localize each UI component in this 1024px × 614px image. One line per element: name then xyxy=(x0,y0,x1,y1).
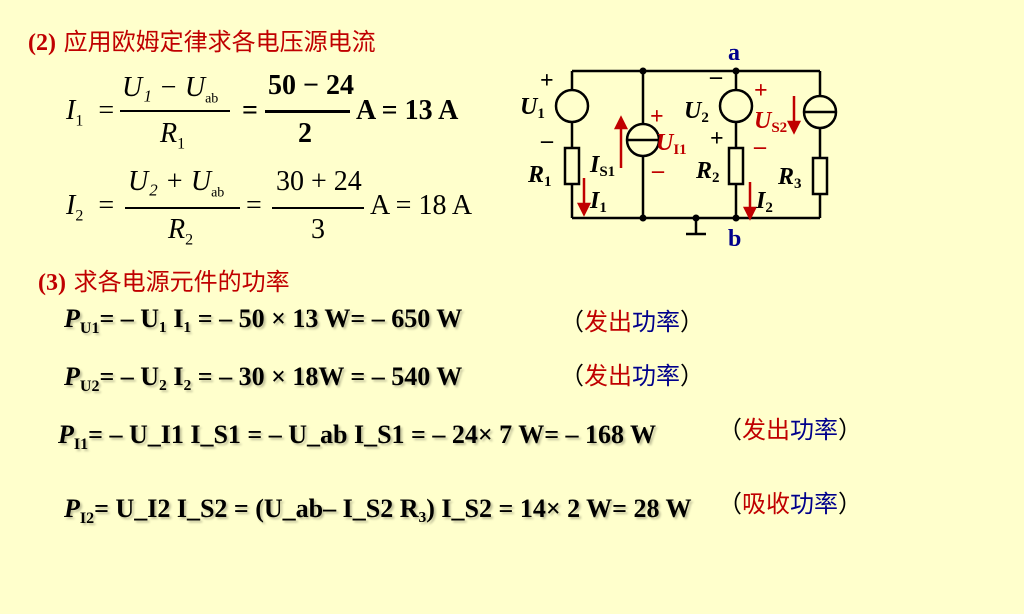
node-a-label: a xyxy=(728,40,740,66)
note-absorb: （吸收功率） xyxy=(718,490,862,518)
note-emit-1: （发出功率） xyxy=(560,308,704,336)
svg-text:–: – xyxy=(753,134,767,160)
label-ui1: UI1 xyxy=(656,130,687,158)
node-b-label: b xyxy=(728,226,741,252)
label-u1: U1 xyxy=(520,94,545,122)
svg-text:–: – xyxy=(651,158,665,184)
label-u2: U2 xyxy=(684,98,709,126)
power-line-i1: PI1= – U_I1 I_S1 = – U_ab I_S1 = – 24× 7… xyxy=(58,420,657,454)
label-i2: I2 xyxy=(755,188,773,216)
svg-text:–: – xyxy=(540,128,554,154)
section-heading-3: (3) 求各电源元件的功率 xyxy=(38,268,290,296)
svg-text:+: + xyxy=(710,126,724,152)
power-line-i2: PI2= U_I2 I_S2 = (U_ab– I_S2 R₃) I_S2 = … xyxy=(64,494,692,528)
label-us2: US2 xyxy=(754,108,787,136)
svg-text:+: + xyxy=(540,68,554,94)
svg-text:+: + xyxy=(754,78,768,104)
label-i1: I1 xyxy=(589,188,607,216)
section-heading-2: (2) 应用欧姆定律求各电压源电流 xyxy=(28,28,376,56)
note-emit-2: （发出功率） xyxy=(560,362,704,390)
label-r2: R2 xyxy=(695,158,720,186)
circuit-diagram: + – – + + – + – U1 U2 UI1 US2 R1 IS1 I1 … xyxy=(520,40,838,252)
svg-text:+: + xyxy=(650,104,664,130)
label-is1: IS1 xyxy=(589,152,615,180)
note-emit-3: （发出功率） xyxy=(718,416,862,444)
svg-text:–: – xyxy=(709,64,723,90)
power-line-u1: PU1= – U₁ I₁ = – 50 × 13 W= – 650 W xyxy=(64,304,463,338)
label-r1: R1 xyxy=(527,162,552,190)
label-r3: R3 xyxy=(777,164,802,192)
power-line-u2: PU2= – U₂ I₂ = – 30 × 18W = – 540 W xyxy=(64,362,463,396)
